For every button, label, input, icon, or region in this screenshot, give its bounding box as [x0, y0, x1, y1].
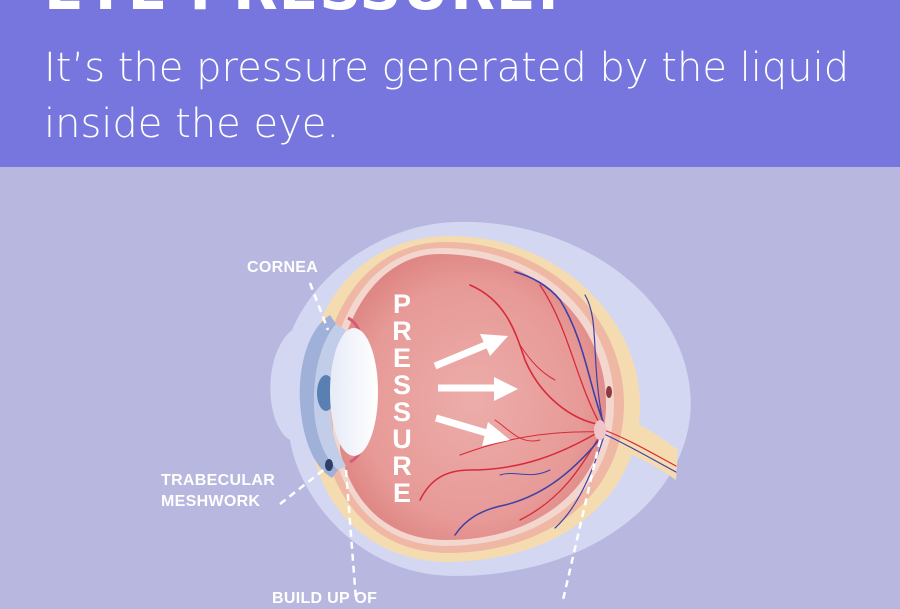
cornea-label: CORNEA — [247, 259, 319, 276]
pressure-letter: U — [392, 424, 412, 454]
blood-vessels — [419, 271, 677, 536]
eye-diagram: CORNEA TRABECULAR MESHWORK BUILD UP OF P… — [0, 167, 900, 607]
pressure-letter: P — [392, 289, 411, 319]
pressure-letter: R — [392, 316, 412, 346]
vitreous-body — [340, 254, 606, 540]
pressure-letter: S — [392, 370, 411, 400]
leader-lines — [279, 282, 602, 600]
fovea-mark — [606, 386, 612, 398]
right-leader-line — [561, 439, 602, 600]
pressure-letter: R — [392, 451, 412, 481]
pressure-arrow-top-icon — [433, 334, 508, 370]
pressure-letter: E — [392, 343, 411, 373]
page-subtitle: It’s the pressure generated by the liqui… — [44, 45, 850, 147]
pressure-letter: S — [392, 397, 411, 427]
pressure-arrow-middle-icon — [438, 377, 518, 401]
buildup-label: BUILD UP OF — [272, 590, 378, 607]
trabecular-meshwork-mark — [325, 459, 333, 471]
eye-illustration — [270, 221, 691, 600]
optic-disc — [594, 420, 606, 440]
cornea-shape — [299, 315, 338, 478]
trabecular-label-line1: TRABECULAR — [161, 472, 276, 489]
trabecular-leader-line — [279, 467, 327, 505]
pressure-arrows — [433, 334, 518, 446]
buildup-leader-line — [344, 469, 358, 600]
pressure-arrow-bottom-icon — [435, 414, 510, 446]
lens — [330, 328, 378, 456]
pressure-letter: E — [392, 478, 411, 508]
trabecular-label-line2: MESHWORK — [161, 493, 261, 510]
cornea-leader-line — [308, 282, 330, 331]
